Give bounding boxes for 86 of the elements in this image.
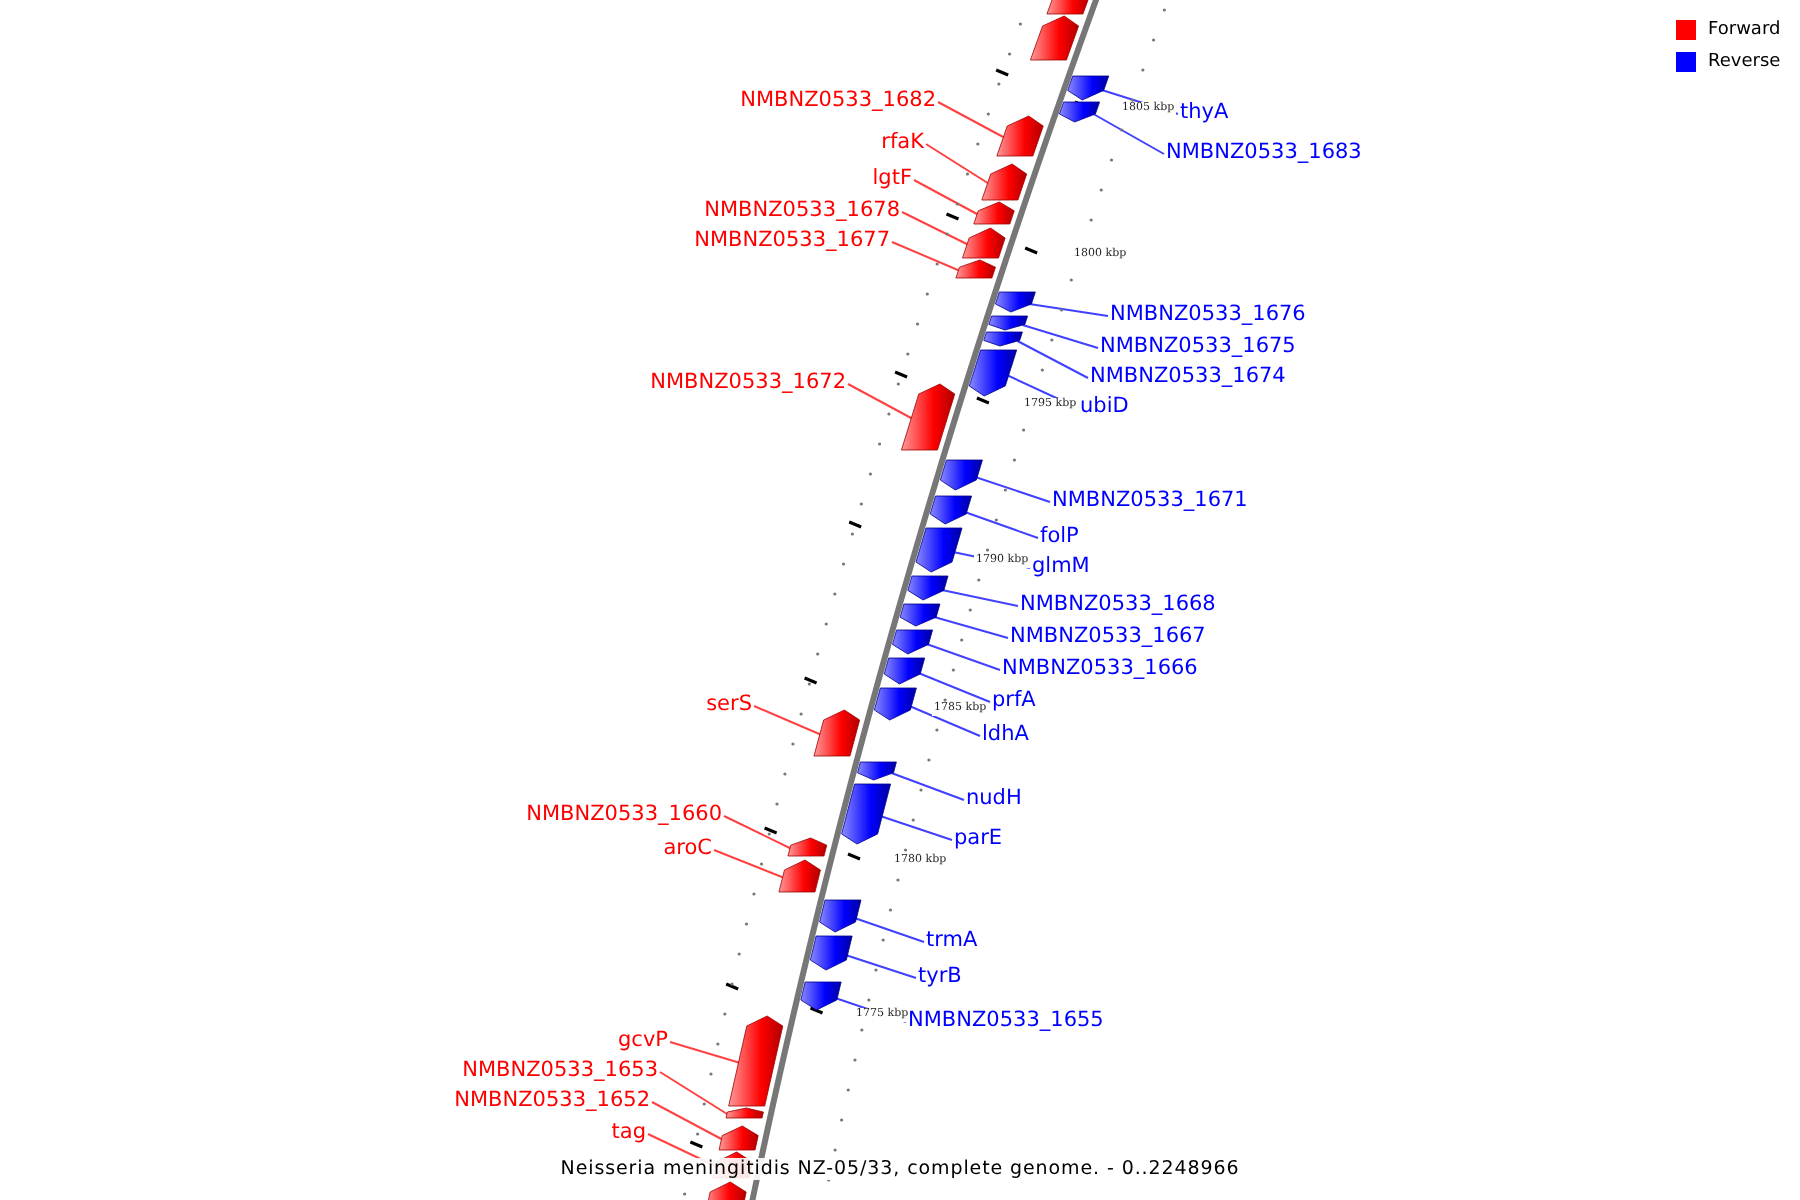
reverse-gene-block bbox=[1059, 101, 1100, 123]
gene-label: NMBNZ0533_1668 bbox=[1020, 592, 1216, 616]
gene-label: lgtF bbox=[872, 166, 912, 190]
leader-line bbox=[891, 241, 962, 272]
leader-line bbox=[1092, 113, 1165, 155]
gene-label: thyA bbox=[1180, 100, 1229, 124]
leader-line bbox=[669, 1041, 742, 1064]
forward-gene-block bbox=[787, 837, 828, 857]
gene-label: nudH bbox=[966, 786, 1022, 810]
leader-line bbox=[940, 589, 1019, 607]
reverse-gene-block bbox=[873, 687, 917, 721]
leader-line bbox=[853, 917, 925, 943]
leader-line bbox=[723, 815, 793, 850]
gene-label: serS bbox=[706, 692, 752, 716]
forward-gene-block bbox=[1046, 0, 1091, 15]
reverse-gene-block bbox=[892, 629, 933, 655]
leader-line bbox=[753, 705, 823, 736]
forward-gene-block bbox=[778, 859, 821, 893]
gene-label: trmA bbox=[926, 928, 978, 952]
gene-label: prfA bbox=[992, 688, 1036, 712]
leader-line bbox=[890, 772, 965, 801]
leader-line bbox=[974, 476, 1051, 503]
leader-line bbox=[1028, 303, 1109, 317]
gene-label: NMBNZ0533_1676 bbox=[1110, 302, 1306, 326]
forward-gene-block bbox=[955, 259, 996, 279]
leader-line bbox=[651, 1101, 725, 1141]
reverse-gene-block bbox=[819, 899, 862, 933]
leader-line bbox=[847, 383, 914, 420]
leader-line bbox=[925, 643, 1001, 671]
leader-line bbox=[1016, 340, 1089, 379]
leader-line bbox=[913, 179, 980, 216]
gene-label: NMBNZ0533_1674 bbox=[1090, 364, 1286, 388]
forward-gene-block bbox=[962, 227, 1006, 259]
gene-label: gcvP bbox=[618, 1028, 668, 1052]
legend-label: Forward bbox=[1708, 20, 1781, 40]
leader-line bbox=[879, 815, 953, 841]
reverse-gene-block bbox=[800, 981, 842, 1011]
gene-label: NMBNZ0533_1682 bbox=[740, 88, 936, 112]
reverse-gene-block bbox=[939, 459, 983, 491]
gene-label: NMBNZ0533_1667 bbox=[1010, 624, 1206, 648]
legend-label: Reverse bbox=[1708, 52, 1781, 72]
gene-label: NMBNZ0533_1653 bbox=[462, 1058, 658, 1082]
leader-line bbox=[908, 705, 981, 737]
gene-label: NMBNZ0533_1671 bbox=[1052, 488, 1248, 512]
leader-line bbox=[659, 1071, 730, 1116]
leader-line bbox=[901, 211, 970, 246]
reverse-gene-block bbox=[988, 315, 1028, 331]
leader-line bbox=[933, 616, 1009, 639]
forward-gene-block bbox=[981, 163, 1028, 201]
forward-gene-block bbox=[813, 709, 861, 757]
gene-label: folP bbox=[1040, 524, 1079, 548]
reverse-gene-block bbox=[809, 935, 853, 971]
gene-label: glmM bbox=[1032, 554, 1090, 578]
leader-line bbox=[713, 849, 786, 879]
reverse-gene-block bbox=[995, 291, 1036, 313]
leader-line bbox=[937, 101, 1007, 139]
gene-label: ldhA bbox=[982, 722, 1029, 746]
forward-gene-block bbox=[996, 115, 1044, 157]
forward-gene-block bbox=[901, 383, 956, 451]
gene-label: NMBNZ0533_1678 bbox=[704, 198, 900, 222]
gene-label: NMBNZ0533_1677 bbox=[694, 228, 890, 252]
gene-label: rfaK bbox=[881, 130, 924, 154]
reverse-gene-block bbox=[883, 657, 926, 685]
caption: Neisseria meningitidis NZ-05/33, complete genome. - 0..2248966 bbox=[556, 1158, 1244, 1180]
gene-label: NMBNZ0533_1660 bbox=[526, 802, 722, 826]
gene-label: NMBNZ0533_1683 bbox=[1166, 140, 1362, 164]
forward-gene-block bbox=[718, 1125, 759, 1151]
gene-label: tag bbox=[611, 1120, 646, 1144]
reverse-gene-block bbox=[899, 603, 941, 627]
gene-label: NMBNZ0533_1652 bbox=[454, 1088, 650, 1112]
leader-line bbox=[844, 954, 917, 979]
gene-label: ubiD bbox=[1080, 394, 1129, 418]
gene-label: NMBNZ0533_1655 bbox=[908, 1008, 1104, 1032]
leader-line bbox=[1021, 324, 1099, 349]
leader-line bbox=[917, 672, 991, 703]
gene-label: NMBNZ0533_1672 bbox=[650, 370, 846, 394]
reverse-gene-block bbox=[1067, 75, 1110, 101]
leader-line bbox=[963, 511, 1039, 539]
reverse-gene-block bbox=[929, 495, 972, 525]
leader-line bbox=[925, 143, 991, 185]
gene-label: aroC bbox=[663, 836, 712, 860]
gene-label: parE bbox=[954, 826, 1003, 850]
forward-gene-block bbox=[973, 201, 1015, 225]
gene-label: tyrB bbox=[918, 964, 962, 988]
gene-label: NMBNZ0533_1666 bbox=[1002, 656, 1198, 680]
gene-label: NMBNZ0533_1675 bbox=[1100, 334, 1296, 358]
